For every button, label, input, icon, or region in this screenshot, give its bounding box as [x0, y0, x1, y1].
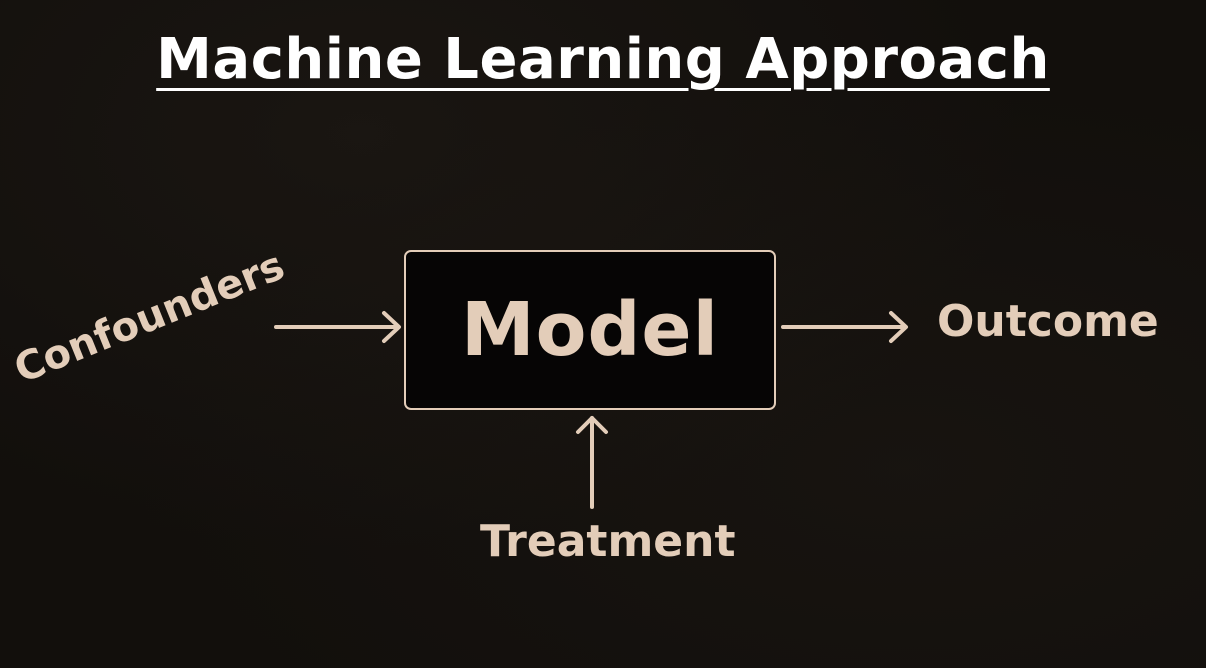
model-label: Model — [460, 287, 719, 373]
slide-title: Machine Learning Approach — [0, 22, 1206, 98]
outcome-label: Outcome — [937, 296, 1159, 347]
model-box: Model — [404, 250, 776, 410]
treatment-arrow — [576, 416, 608, 509]
slide-title-text: Machine Learning Approach — [156, 27, 1050, 92]
outcome-arrow — [781, 311, 908, 343]
treatment-label: Treatment — [480, 516, 736, 567]
confounders-arrow — [274, 311, 401, 343]
